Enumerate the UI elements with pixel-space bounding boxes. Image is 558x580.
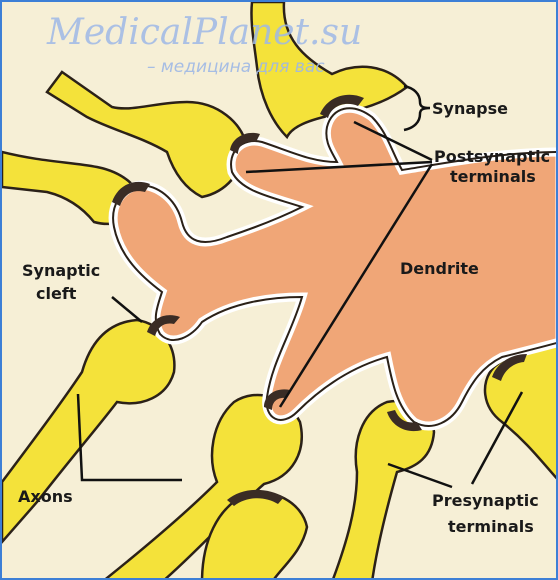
label-postsynaptic-line2: terminals: [450, 167, 536, 186]
label-synaptic-cleft-line2: cleft: [36, 284, 77, 303]
watermark-tagline: – медицина для вас: [147, 57, 325, 77]
label-presynaptic-line1: Presynaptic: [432, 491, 539, 510]
label-dendrite: Dendrite: [400, 259, 479, 278]
label-synapse: Synapse: [432, 99, 508, 118]
label-axons: Axons: [18, 487, 73, 506]
watermark-site: MedicalPlanet.su: [46, 12, 362, 53]
label-synaptic-cleft-line1: Synaptic: [22, 261, 100, 280]
label-postsynaptic-line1: Postsynaptic: [434, 147, 550, 166]
label-presynaptic-line2: terminals: [448, 517, 534, 536]
